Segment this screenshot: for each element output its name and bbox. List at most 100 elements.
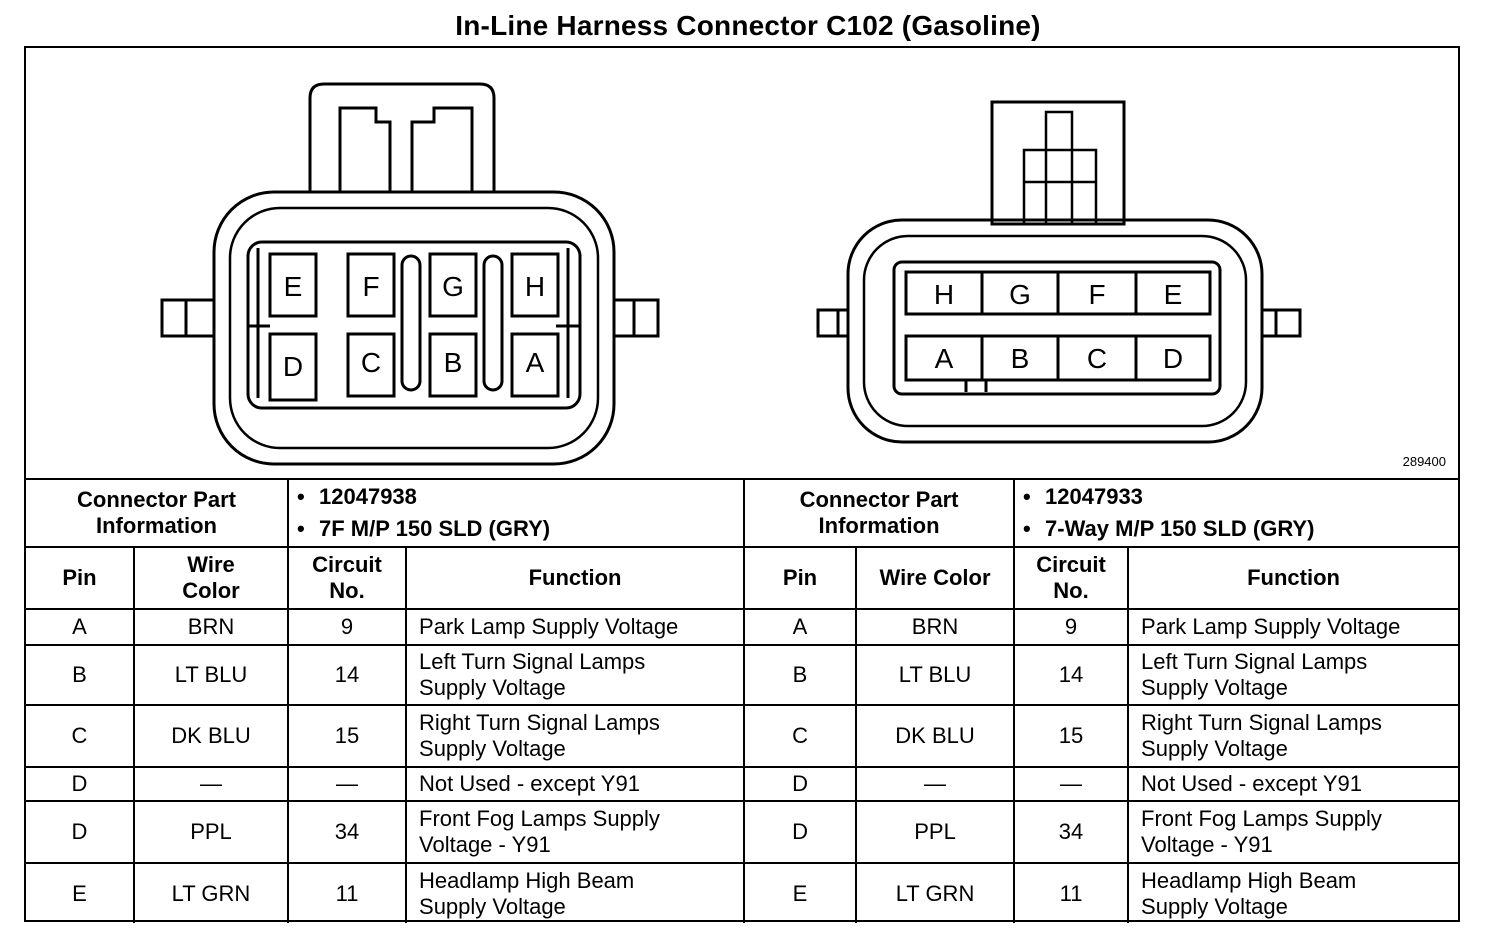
right-pin-e <box>1134 270 1212 316</box>
function-line: Supply Voltage <box>1141 675 1288 700</box>
part-number: 12047938 <box>297 481 737 513</box>
function-line: Voltage - Y91 <box>419 832 551 857</box>
function-line: Right Turn Signal Lamps <box>419 710 660 735</box>
left-pin-h <box>510 252 560 318</box>
wire-color-cell: — <box>855 766 1016 802</box>
function-line: Park Lamp Supply Voltage <box>419 614 679 639</box>
pin-cell: B <box>743 644 858 706</box>
wire-color-cell: LT BLU <box>132 644 290 706</box>
left-pin-label: B <box>444 347 463 378</box>
wire-color-cell: — <box>132 766 290 802</box>
wire-color-cell: DK BLU <box>132 704 290 768</box>
connector-frame: E F G H D C B A H G F E A B C D 289400 <box>24 46 1460 923</box>
function-line: Not Used - except Y91 <box>419 771 640 796</box>
wire-color-cell: BRN <box>132 608 290 646</box>
wire-color-cell: LT GRN <box>132 862 290 923</box>
left-connector-latch <box>308 82 496 192</box>
right-pin-label: A <box>935 343 954 374</box>
wire-color-cell: DK BLU <box>855 704 1016 768</box>
figure-number: 289400 <box>1402 454 1446 469</box>
function-line: Headlamp High Beam <box>1141 867 1357 893</box>
left-connector-tab-left <box>160 298 216 338</box>
part-info-values: 12047938 7F M/P 150 SLD (GRY) <box>287 478 746 548</box>
pin-cell: A <box>743 608 858 646</box>
function-line: Supply Voltage <box>419 893 566 919</box>
right-pin-label: E <box>1164 279 1183 310</box>
function-line: Supply Voltage <box>419 736 566 761</box>
pin-cell: D <box>26 800 135 864</box>
left-pin-f <box>346 252 396 318</box>
right-connector-latch <box>990 100 1126 226</box>
function-cell: Not Used - except Y91 <box>405 766 746 802</box>
pin-cell: E <box>26 862 135 923</box>
wire-color-cell: LT GRN <box>855 862 1016 923</box>
part-info-values: 12047933 7-Way M/P 150 SLD (GRY) <box>1013 478 1459 548</box>
function-line: Supply Voltage <box>1141 893 1288 919</box>
left-connector-body <box>212 190 616 466</box>
circuit-cell: 15 <box>287 704 408 768</box>
circuit-cell: 34 <box>1013 800 1130 864</box>
circuit-cell: 34 <box>287 800 408 864</box>
left-pin-label: C <box>361 347 381 378</box>
function-cell: Park Lamp Supply Voltage <box>1127 608 1459 646</box>
pin-cell: C <box>743 704 858 768</box>
left-pin-c <box>346 332 396 398</box>
page-title: In-Line Harness Connector C102 (Gasoline… <box>455 10 1041 41</box>
function-line: Supply Voltage <box>419 675 566 700</box>
left-pin-label: F <box>362 271 379 302</box>
right-pin-label: H <box>934 279 954 310</box>
function-line: Left Turn Signal Lamps <box>419 649 646 674</box>
circuit-cell: 9 <box>287 608 408 646</box>
left-connector-tab-right <box>612 298 660 338</box>
header-wire-color: Wire Color <box>855 546 1016 609</box>
function-line: Headlamp High Beam <box>419 867 635 893</box>
circuit-cell: — <box>1013 766 1130 802</box>
left-pin-d <box>268 332 318 402</box>
right-pin-label: G <box>1009 279 1031 310</box>
left-pin-e <box>268 252 318 318</box>
left-pin-a <box>510 332 560 398</box>
function-line: Supply Voltage <box>1141 736 1288 761</box>
left-pin-g <box>428 252 478 318</box>
pin-cell: A <box>26 608 135 646</box>
left-pin-label: A <box>526 347 545 378</box>
circuit-cell: 9 <box>1013 608 1130 646</box>
pin-cell: D <box>743 800 858 864</box>
left-pin-label: H <box>525 271 545 302</box>
header-function: Function <box>1127 546 1459 609</box>
function-cell: Park Lamp Supply Voltage <box>405 608 746 646</box>
function-cell: Not Used - except Y91 <box>1127 766 1459 802</box>
circuit-cell: — <box>287 766 408 802</box>
pin-cell: B <box>26 644 135 706</box>
pin-cell: D <box>743 766 858 802</box>
circuit-cell: 15 <box>1013 704 1130 768</box>
wire-color-cell: LT BLU <box>855 644 1016 706</box>
pin-cell: D <box>26 766 135 802</box>
function-line: Front Fog Lamps Supply <box>1141 806 1382 831</box>
left-pin-label: D <box>283 351 303 382</box>
pin-cell: E <box>743 862 858 923</box>
connector-diagram: E F G H D C B A H G F E A B C D 289400 <box>26 48 1458 478</box>
right-connector-tab-left <box>816 308 850 338</box>
wire-color-cell: PPL <box>855 800 1016 864</box>
right-pin-label: B <box>1011 343 1030 374</box>
